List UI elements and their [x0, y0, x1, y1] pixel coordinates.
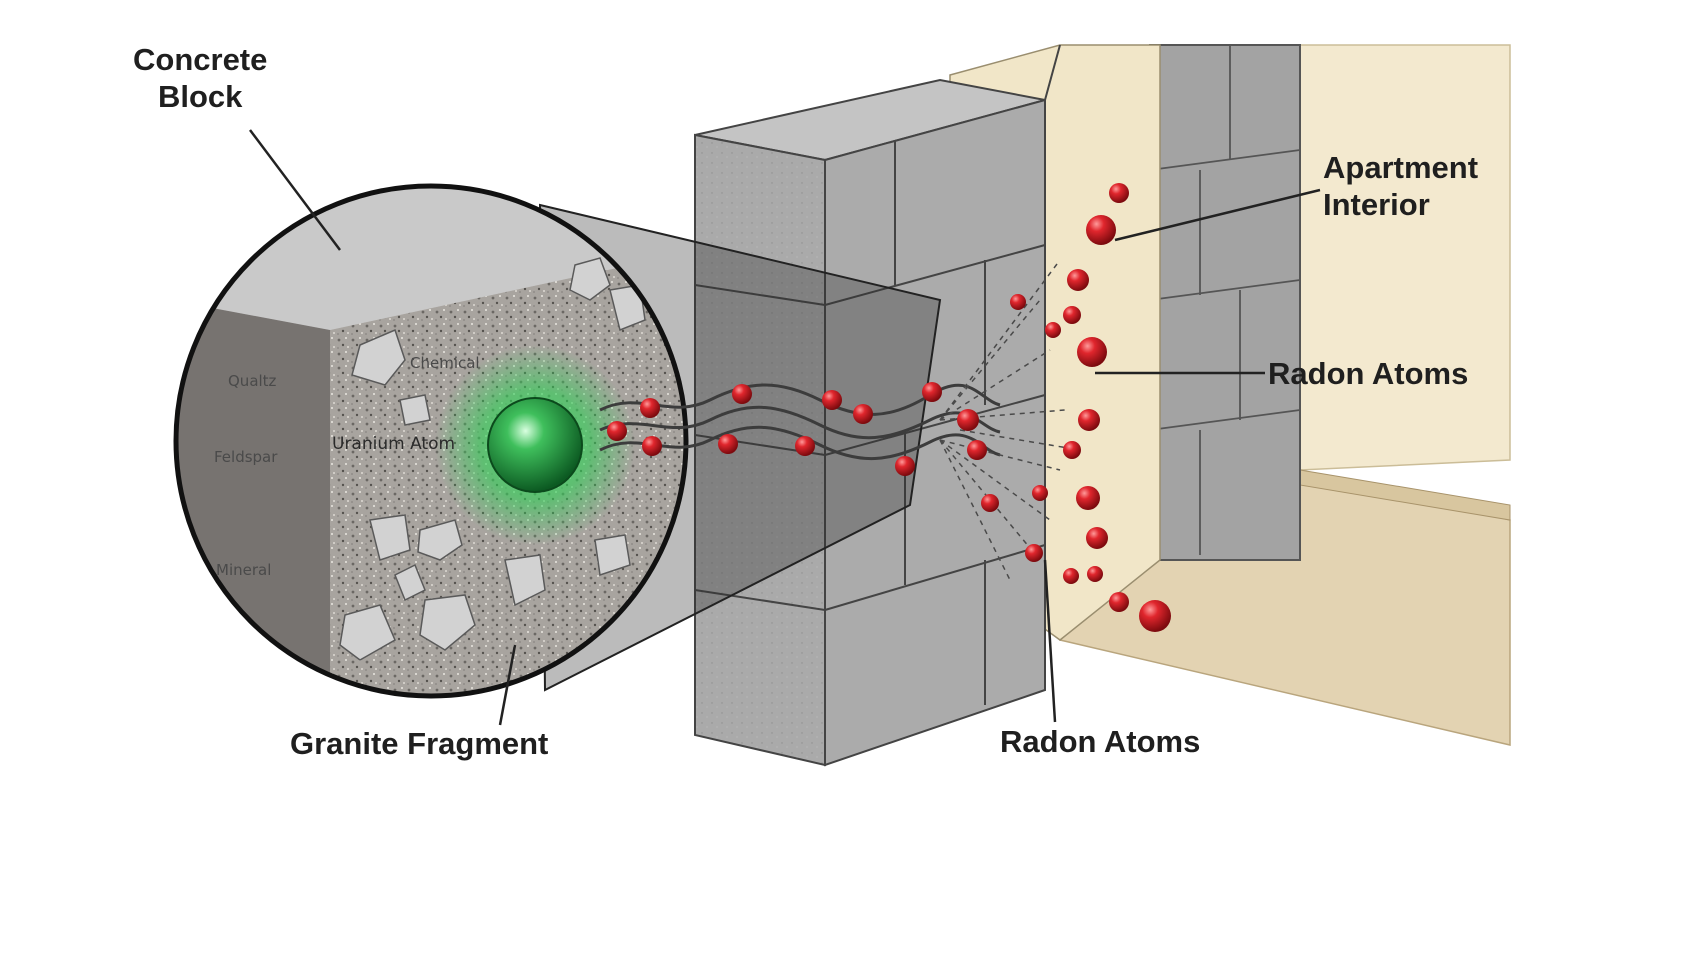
chemical-label: Chemical [410, 354, 480, 372]
granite-inset [173, 183, 689, 699]
radon-atoms-bottom-label: Radon Atoms [1000, 724, 1201, 759]
radon-atoms [607, 183, 1171, 632]
leader-lines [249, 129, 1321, 726]
uranium-atom-label: Uranium Atom [332, 434, 456, 454]
radon-paths [599, 383, 1001, 461]
mineral-label: Mineral [216, 561, 272, 579]
radon-atoms-right-label: Radon Atoms [1268, 356, 1469, 391]
quartz-label: Qualtz [228, 372, 277, 390]
granite-fragment-label: Granite Fragment [290, 726, 549, 761]
feldspar-label: Feldspar [214, 448, 278, 466]
concrete-block-label: Concrete Block [133, 42, 268, 114]
apartment-interior [949, 44, 1511, 746]
apartment-interior-label: Apartment Interior [1323, 150, 1479, 222]
